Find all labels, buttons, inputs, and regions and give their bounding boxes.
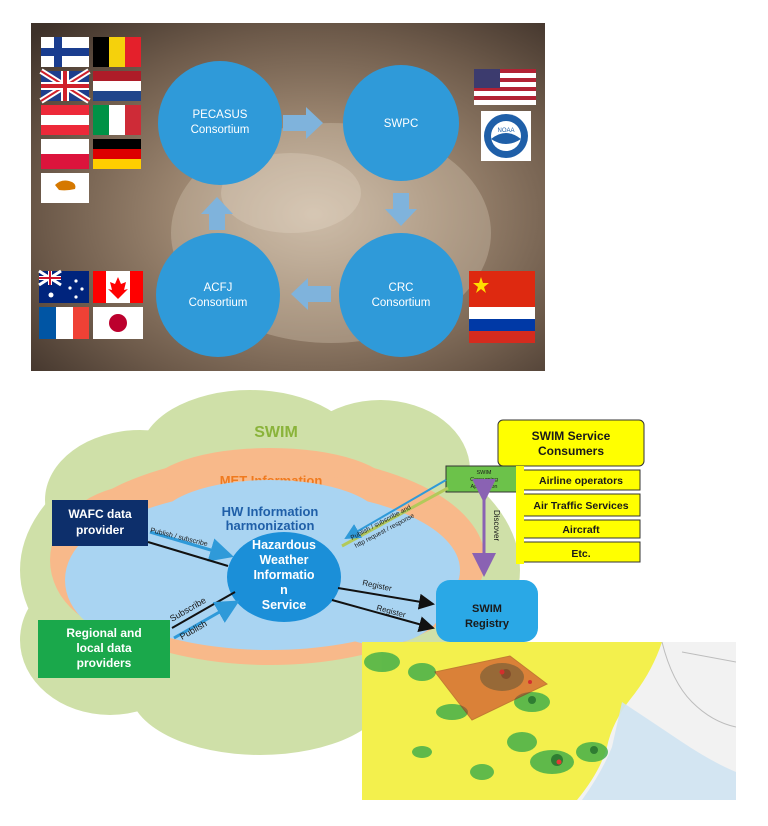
service-line2: Weather — [259, 553, 308, 567]
node-pecasus — [158, 61, 282, 185]
wafc-line1: WAFC data — [68, 507, 132, 521]
finland-flag — [41, 37, 89, 67]
consumer-airline-operators-label: Airline operators — [539, 475, 623, 487]
hazardous-weather-service — [227, 532, 341, 622]
swim-cloud-title: SWIM — [254, 424, 298, 441]
consuming-request-arrow — [344, 479, 447, 540]
hazard-polygon — [434, 655, 548, 721]
consumer-air-traffic-services-label: Air Traffic Services — [533, 500, 628, 512]
swim-architecture-diagram: SWIM MET Information HW Information harm… — [20, 390, 645, 755]
france-flag — [39, 307, 89, 339]
china-flag — [469, 271, 535, 307]
regional-line3: providers — [77, 656, 132, 670]
swim-registry-box — [436, 580, 538, 642]
crc-label-line1: CRC — [389, 282, 414, 294]
regional-line1: Regional and — [66, 626, 141, 640]
discover-label: Discover — [492, 510, 501, 541]
consumers-connector — [516, 466, 524, 564]
swpc-label: SWPC — [384, 118, 419, 130]
consuming-app-line2: Consuming — [470, 477, 498, 483]
poland-flag — [41, 139, 89, 169]
service-line1: Hazardous — [252, 538, 316, 552]
crc-label-line2: Consortium — [372, 297, 431, 309]
regional-line2: local data — [76, 641, 132, 655]
australia-flag — [38, 269, 89, 303]
arrow-acfj-to-pecasus — [201, 197, 233, 230]
arrow-crc-to-acfj — [291, 278, 331, 310]
austria-flag — [41, 105, 89, 135]
harmonization-line1: HW Information — [222, 504, 319, 519]
radar-map-image — [362, 642, 736, 800]
wafc-subscribe-line — [147, 541, 229, 567]
regional-subscribe-line — [171, 591, 236, 629]
arrow-pecasus-to-swpc — [283, 107, 323, 139]
node-acfj — [156, 233, 280, 357]
noaa-logo: NOAA — [481, 111, 531, 161]
registry-line2: Registry — [465, 618, 510, 630]
cyprus-flag — [41, 173, 89, 203]
service-line5: Service — [262, 598, 307, 612]
pecasus-label-line2: Consortium — [191, 124, 250, 136]
consuming-app-line1: SWIM — [477, 470, 492, 476]
wafc-data-provider-box — [52, 500, 148, 546]
japan-flag — [93, 307, 143, 339]
consumers-header-line2: Consumers — [538, 444, 604, 458]
registry-line1: SWIM — [472, 603, 502, 615]
usa-flag — [474, 69, 536, 105]
space-weather-consortia-diagram: PECASUS Consortium SWPC CRC Consortium A… — [31, 23, 545, 371]
register-arrow-2 — [331, 599, 435, 632]
belgium-flag — [93, 37, 141, 67]
radar-map-canvas — [362, 642, 736, 800]
service-line4: n — [280, 583, 288, 597]
acfj-label-line1: ACFJ — [204, 282, 233, 294]
service-line3: Informatio — [253, 568, 314, 582]
netherlands-flag — [93, 71, 141, 101]
noaa-logo-text: NOAA — [497, 128, 514, 134]
russia-flag — [469, 307, 535, 343]
map-water-region — [582, 702, 736, 800]
pecasus-label-line1: PECASUS — [193, 109, 248, 121]
uk-flag — [39, 68, 91, 104]
node-swpc — [343, 65, 459, 181]
consortia-canvas: PECASUS Consortium SWPC CRC Consortium A… — [31, 23, 545, 371]
swim-service-consumers-header — [497, 419, 645, 467]
consumer-etc-label: Etc. — [571, 548, 590, 560]
node-crc — [339, 233, 463, 357]
consumer-aircraft-label: Aircraft — [562, 524, 600, 536]
harmonization-line2: harmonization — [226, 518, 315, 533]
register-arrow-1 — [337, 587, 435, 610]
arrow-swpc-to-crc — [385, 193, 417, 226]
canada-flag — [93, 271, 143, 303]
regional-data-providers-box — [38, 620, 170, 678]
consumers-header-line1: SWIM Service — [532, 429, 611, 443]
regional-publish-arrow — [173, 600, 240, 640]
consuming-app-line3: Application — [471, 484, 498, 490]
italy-flag — [93, 105, 141, 135]
acfj-label-line2: Consortium — [189, 297, 248, 309]
germany-flag — [93, 139, 141, 169]
wafc-line2: provider — [76, 523, 124, 537]
wafc-publish-arrow — [149, 530, 234, 562]
